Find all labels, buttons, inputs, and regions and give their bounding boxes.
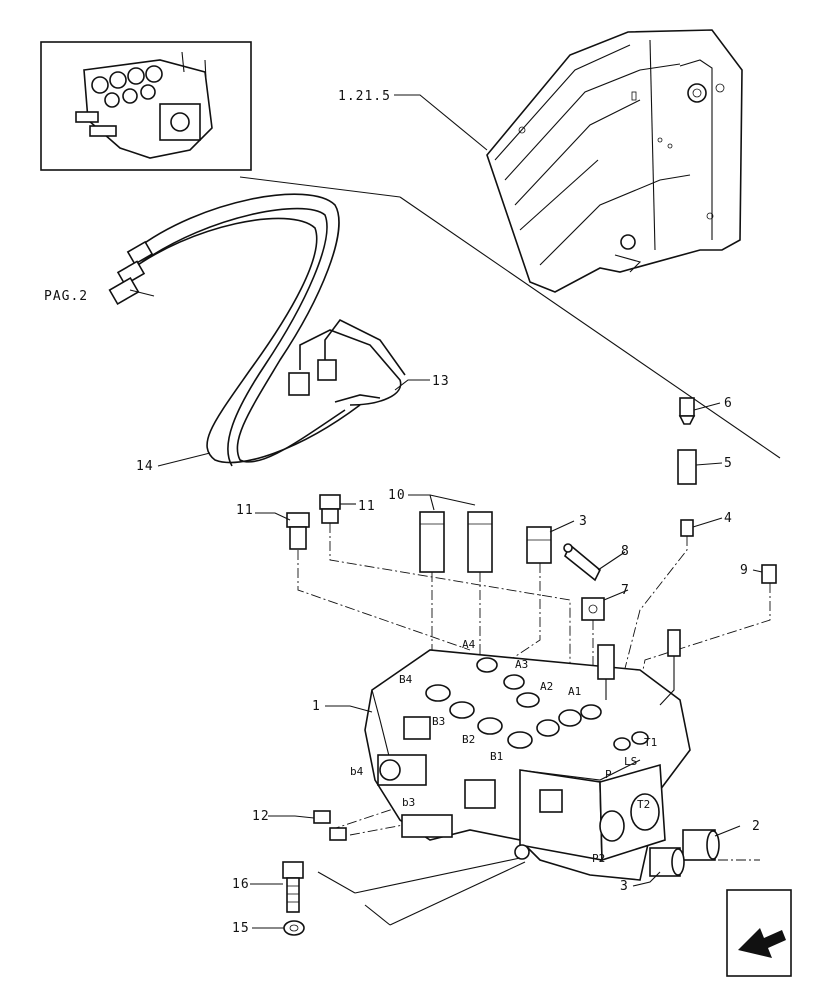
- fitting-6[interactable]: [678, 397, 696, 425]
- callout-2[interactable]: 2: [752, 819, 761, 834]
- callout-ref-1215[interactable]: 1.21.5: [338, 89, 391, 104]
- adapter-3-bottom[interactable]: [649, 847, 685, 877]
- callout-11-left[interactable]: 11: [236, 503, 254, 518]
- callout-13[interactable]: 13: [432, 374, 450, 389]
- fitting-3-top[interactable]: [526, 526, 552, 564]
- hose-ends-pag2: [108, 240, 154, 306]
- port-p: P: [605, 768, 612, 781]
- port-b1: B1: [490, 750, 503, 763]
- callout-6[interactable]: 6: [724, 396, 733, 411]
- callout-8[interactable]: 8: [621, 544, 630, 559]
- fitting-9[interactable]: [761, 564, 777, 584]
- washer-15[interactable]: [283, 920, 305, 936]
- thumbnail-frame[interactable]: [40, 41, 252, 171]
- switch-8[interactable]: [563, 543, 601, 582]
- callout-15[interactable]: 15: [232, 921, 250, 936]
- coupler-10-left[interactable]: [419, 511, 445, 573]
- hose-assembly-14: [127, 193, 361, 467]
- port-b3: B3: [432, 715, 445, 728]
- port-t1: T1: [644, 736, 657, 749]
- port-t2: T2: [637, 798, 650, 811]
- port-ls: LS: [624, 755, 637, 768]
- fitting-4[interactable]: [680, 519, 694, 537]
- callout-11-right[interactable]: 11: [358, 499, 376, 514]
- port-b3-lower: b3: [402, 796, 415, 809]
- callout-10[interactable]: 10: [388, 488, 406, 503]
- callout-3-bottom[interactable]: 3: [620, 879, 629, 894]
- port-b2: B2: [462, 733, 475, 746]
- nut-7[interactable]: [581, 597, 605, 621]
- callout-14[interactable]: 14: [136, 459, 154, 474]
- loader-arm: [486, 29, 743, 293]
- port-a4: A4: [462, 638, 476, 651]
- coupler-5[interactable]: [677, 449, 697, 485]
- port-b4: B4: [399, 673, 413, 686]
- fitting-11-left[interactable]: [286, 512, 310, 550]
- port-p2: P2: [592, 852, 605, 865]
- bolt-16[interactable]: [282, 861, 304, 913]
- control-valve-block[interactable]: [364, 629, 691, 881]
- valve-block-thumbnail-icon: [75, 51, 213, 159]
- port-a2: A2: [540, 680, 553, 693]
- hose-fitting-a: [288, 359, 337, 396]
- callout-16[interactable]: 16: [232, 877, 250, 892]
- fitting-11-right[interactable]: [319, 494, 341, 524]
- screw-12[interactable]: [313, 810, 347, 841]
- callout-9[interactable]: 9: [740, 563, 749, 578]
- port-a3: A3: [515, 658, 528, 671]
- next-page-arrow-icon[interactable]: [726, 889, 792, 977]
- callout-12[interactable]: 12: [252, 809, 270, 824]
- coupler-10-right[interactable]: [467, 511, 493, 573]
- callout-3-top[interactable]: 3: [579, 514, 588, 529]
- hose-assembly-13: [299, 318, 406, 406]
- port-a1: A1: [568, 685, 581, 698]
- callout-1[interactable]: 1: [312, 699, 321, 714]
- callout-4[interactable]: 4: [724, 511, 733, 526]
- callout-pag2[interactable]: PAG.2: [44, 289, 88, 304]
- port-b4-lower: b4: [350, 765, 364, 778]
- adapter-2[interactable]: [682, 829, 720, 861]
- callout-7[interactable]: 7: [621, 583, 630, 598]
- callout-5[interactable]: 5: [724, 456, 733, 471]
